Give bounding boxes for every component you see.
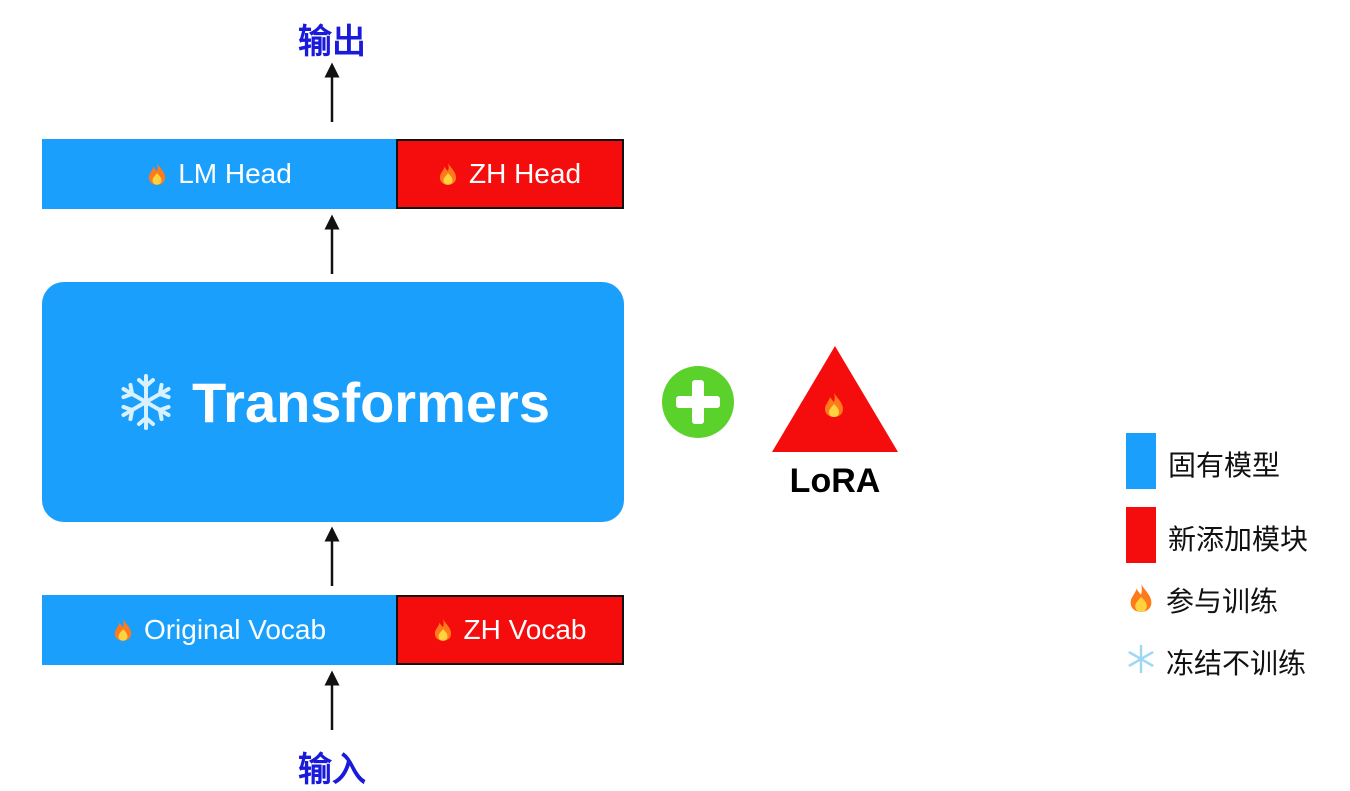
transformers-label: Transformers (192, 370, 550, 434)
legend-frozen: 冻结不训练 (1166, 647, 1307, 680)
zh-vocab-label: ZH Vocab (463, 614, 587, 645)
original-vocab-block: Original Vocab (42, 595, 398, 665)
lora-label: LoRA (789, 462, 881, 500)
transformers-block: Transformers (42, 282, 624, 522)
input-label: 输入 (298, 750, 366, 790)
legend-new-module: 新添加模块 (1168, 523, 1309, 556)
legend-existing-model: 固有模型 (1168, 449, 1281, 482)
zh-head-block: ZH Head (396, 139, 624, 209)
legend-swatch-blue (1126, 433, 1156, 489)
output-label: 输出 (298, 22, 366, 62)
legend-trainable: 参与训练 (1166, 585, 1279, 618)
lm-head-block: LM Head (42, 139, 398, 209)
original-vocab-label: Original Vocab (143, 614, 327, 645)
legend-swatch-red (1126, 507, 1156, 563)
flame-icon (149, 163, 166, 185)
zh-head-label: ZH Head (468, 158, 582, 189)
flame-icon (114, 619, 132, 641)
snowflake-icon (121, 374, 171, 430)
flame-icon (434, 619, 451, 641)
plus-circle-icon (662, 366, 734, 438)
lm-head-label: LM Head (178, 158, 292, 189)
zh-vocab-block: ZH Vocab (396, 595, 624, 665)
lora-triangle (772, 346, 898, 452)
flame-icon (439, 163, 457, 185)
snowflake-icon (1128, 644, 1154, 674)
flame-icon (825, 393, 843, 417)
flame-icon (1130, 584, 1152, 612)
